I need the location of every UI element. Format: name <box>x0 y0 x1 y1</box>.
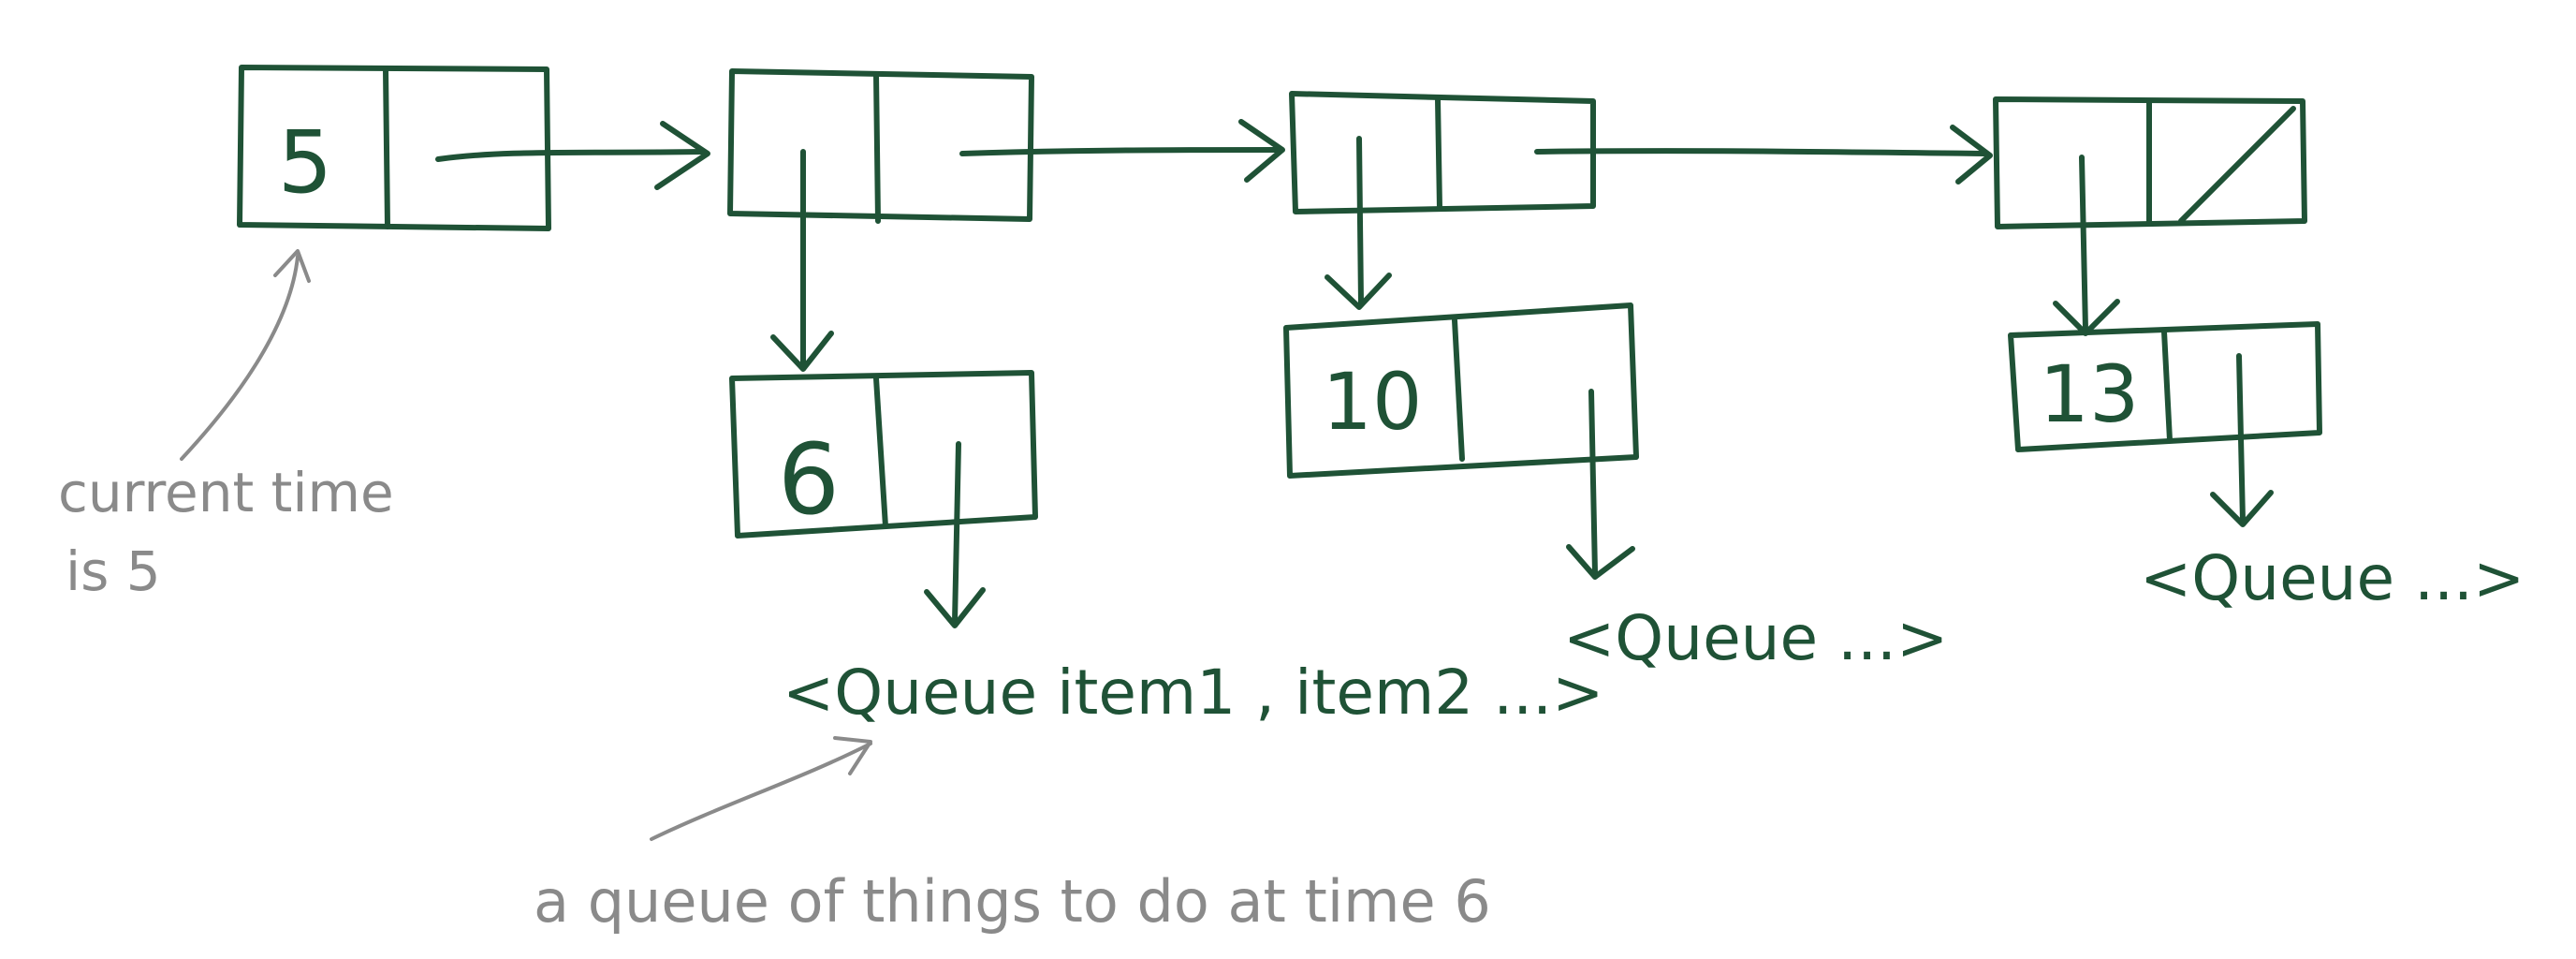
queue-annotation: a queue of things to do at time 6 <box>534 736 1491 936</box>
queue-label-time-10: <Queue ...> <box>1563 602 1948 674</box>
current-time-note-line-1: current time <box>58 461 394 524</box>
queue-label-time-13: <Queue ...> <box>2140 542 2525 614</box>
time-node-13: 13 <box>2008 321 2322 527</box>
time-node-13-value: 13 <box>2040 348 2140 440</box>
time-node-6-value: 6 <box>778 422 840 537</box>
time-node-6: 6 <box>729 370 1038 628</box>
timeline-node-1: 5 <box>237 65 710 231</box>
queue-label-time-6: <Queue item1 , item2 ...> <box>783 657 1603 729</box>
timeline-node-3 <box>1289 91 1993 310</box>
timeline-node-1-value: 5 <box>278 112 333 213</box>
queue-note: a queue of things to do at time 6 <box>534 867 1491 936</box>
timeline-node-4 <box>1993 96 2307 336</box>
time-node-10: 10 <box>1283 302 1639 580</box>
current-time-annotation: current time is 5 <box>58 249 394 603</box>
timeline-node-2 <box>727 68 1285 372</box>
current-time-note-line-2: is 5 <box>66 539 161 603</box>
time-node-10-value: 10 <box>1323 356 1423 448</box>
